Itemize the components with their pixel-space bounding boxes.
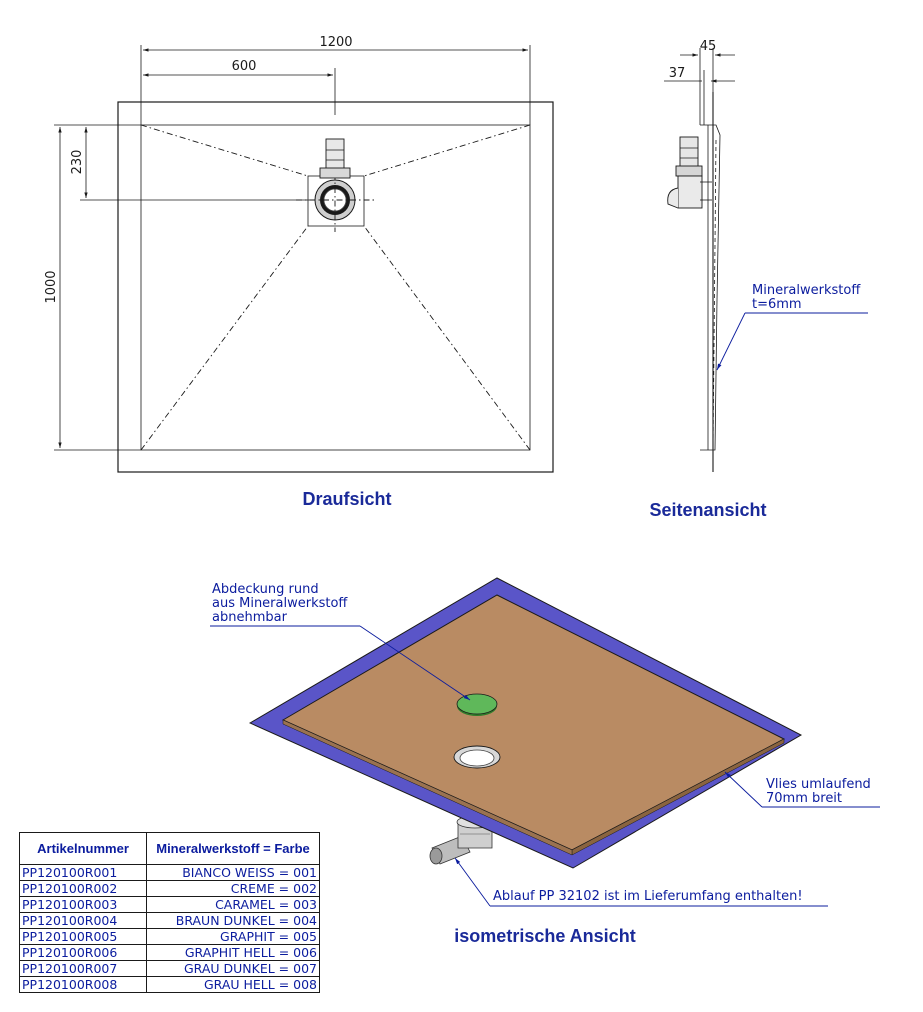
dim-side-37: 37 <box>669 66 686 81</box>
dim-width-total: 1200 <box>319 35 352 50</box>
article-number: PP120100R004 <box>19 912 147 929</box>
article-number: PP120100R006 <box>19 944 147 961</box>
fleece-label-2: 70mm breit <box>766 791 842 806</box>
top-view: 1200 600 230 1000 Draufsicht <box>44 35 554 509</box>
article-table: Artikelnummer Mineralwerkstoff = Farbe P… <box>19 832 320 993</box>
article-number: PP120100R001 <box>19 864 147 881</box>
article-color: GRAPHIT HELL = 006 <box>146 944 320 961</box>
side-view: 45 37 Mineralwerkstoff t=6mm Seitenansic… <box>649 39 868 520</box>
article-color: GRAU DUNKEL = 007 <box>146 960 320 977</box>
iso-view: Abdeckung rund aus Mineralwerkstoff abne… <box>210 577 880 946</box>
iso-view-title: isometrische Ansicht <box>454 926 635 946</box>
article-color: BRAUN DUNKEL = 004 <box>146 912 320 929</box>
article-color: CREME = 002 <box>146 880 320 897</box>
header-color: Mineralwerkstoff = Farbe <box>146 832 320 865</box>
article-color: GRAU HELL = 008 <box>146 976 320 993</box>
drain-note: Ablauf PP 32102 ist im Lieferumfang enth… <box>493 889 803 904</box>
article-color: CARAMEL = 003 <box>146 896 320 913</box>
tray-surface <box>281 594 786 851</box>
cover-label-1: Abdeckung rund <box>212 582 319 597</box>
dim-width-half: 600 <box>232 59 257 74</box>
header-article: Artikelnummer <box>19 832 147 865</box>
dim-length: 1000 <box>44 270 59 303</box>
article-color: GRAPHIT = 005 <box>146 928 320 945</box>
fleece-label-1: Vlies umlaufend <box>766 777 871 792</box>
article-color: BIANCO WEISS = 001 <box>146 864 320 881</box>
dim-side-45: 45 <box>700 39 717 54</box>
side-view-title: Seitenansicht <box>649 500 766 520</box>
material-label-1: Mineralwerkstoff <box>752 283 861 298</box>
article-number: PP120100R007 <box>19 960 147 977</box>
cover-label-3: abnehmbar <box>212 610 288 625</box>
round-cover <box>456 693 498 715</box>
dim-drain-offset: 230 <box>70 150 85 175</box>
cover-label-2: aus Mineralwerkstoff <box>212 596 348 611</box>
article-number: PP120100R003 <box>19 896 147 913</box>
article-number: PP120100R002 <box>19 880 147 897</box>
material-label-2: t=6mm <box>752 297 802 312</box>
table-header-row: Artikelnummer Mineralwerkstoff = Farbe <box>19 832 320 865</box>
top-view-title: Draufsicht <box>302 489 391 509</box>
article-number: PP120100R005 <box>19 928 147 945</box>
article-number: PP120100R008 <box>19 976 147 993</box>
